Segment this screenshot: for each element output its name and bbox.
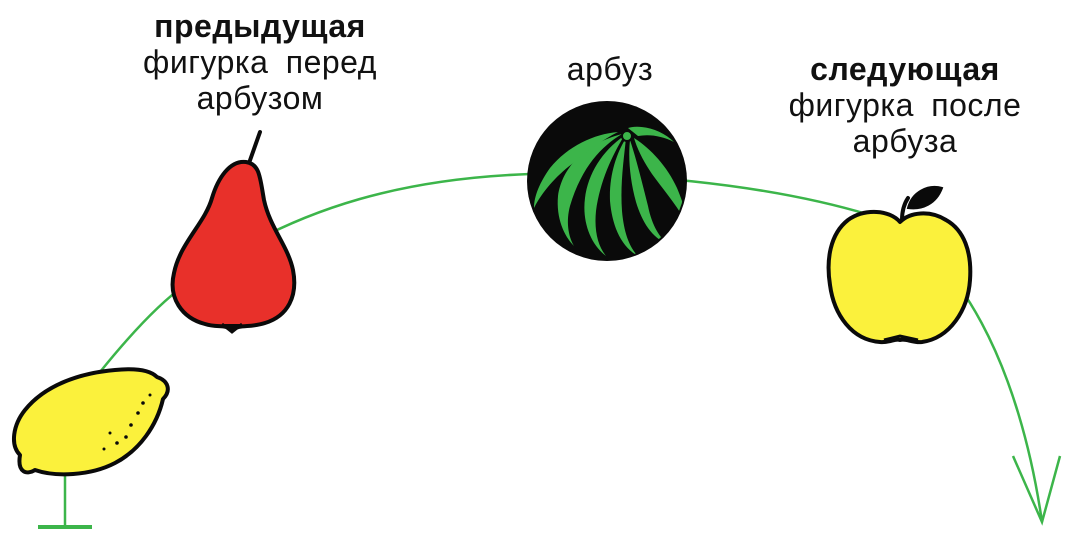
label-current-figure: арбуз [520,51,700,87]
pear-icon [170,130,297,334]
label-next-bold: следующая [810,51,1000,87]
label-previous-line2: арбузом [196,80,324,116]
watermelon-icon [527,101,687,261]
apple-icon [826,186,973,345]
label-next-line2: арбуза [852,123,958,159]
label-previous-bold: предыдущая [154,8,366,44]
arrow-head-icon [1011,455,1062,526]
label-next-line1: фигурка после [788,87,1022,123]
label-current-line1: арбуз [566,51,654,87]
label-next-figure: следующая фигурка после арбуза [740,51,1065,159]
label-previous-figure: предыдущая фигурка перед арбузом [100,8,420,116]
lemon-icon [12,367,170,477]
label-previous-line1: фигурка перед [143,44,377,80]
